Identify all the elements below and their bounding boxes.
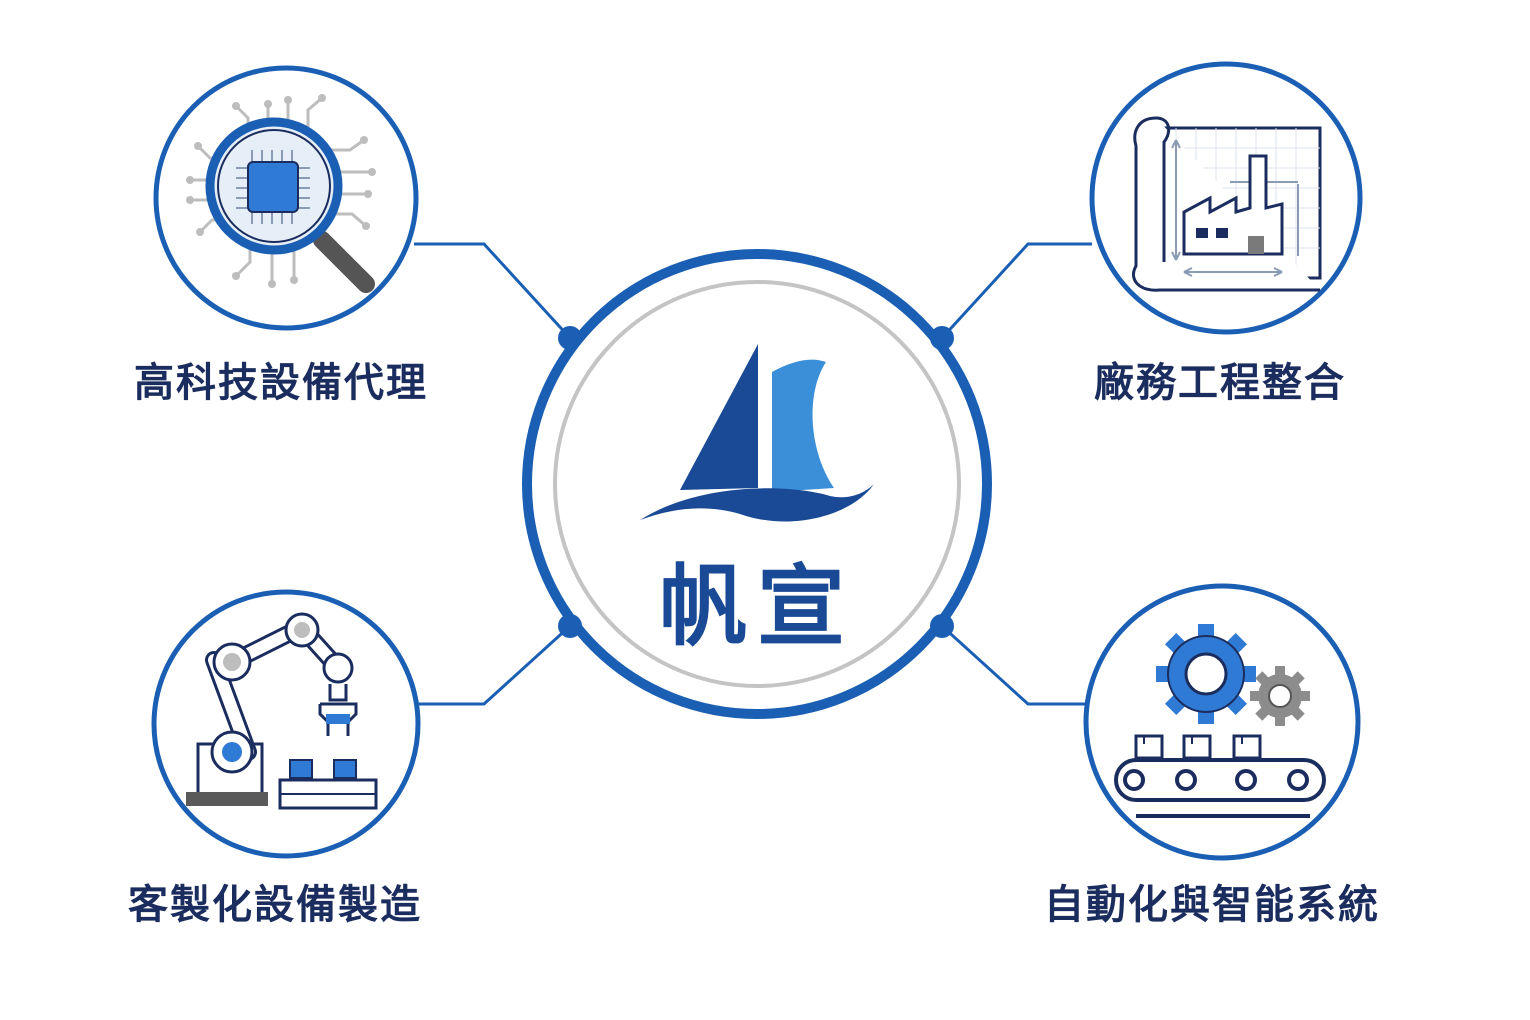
robot-arm-icon — [186, 612, 378, 810]
factory-blueprint-icon — [1132, 116, 1322, 292]
gear-large-icon — [1156, 624, 1256, 724]
label-automation-smart: 自動化與智能系統 — [1044, 882, 1380, 928]
node-facility-engineering — [1089, 61, 1363, 335]
label-high-tech-equipment: 高科技設備代理 — [134, 360, 428, 406]
connector-top-right — [940, 242, 1092, 340]
connectors — [414, 242, 1092, 706]
chip-magnifier-icon — [186, 94, 376, 293]
hub-dot-bottom-right — [930, 614, 954, 638]
hub-dot-top-right — [930, 326, 954, 350]
hub-dot-bottom-left — [558, 614, 582, 638]
hub-dot-top-left — [558, 326, 582, 350]
center-hub — [522, 249, 992, 719]
brand-name: 帆宣 — [658, 555, 856, 658]
node-high-tech-equipment — [153, 65, 419, 331]
label-facility-engineering: 廠務工程整合 — [1094, 360, 1346, 406]
gear-small-icon — [1250, 666, 1310, 726]
node-custom-equipment — [151, 589, 421, 859]
connector-top-left — [414, 242, 572, 340]
label-custom-equipment: 客製化設備製造 — [128, 882, 422, 928]
connector-bottom-right — [940, 624, 1090, 706]
sailboat-wave-icon — [640, 344, 874, 522]
node-automation-smart — [1083, 583, 1361, 861]
connector-bottom-left — [414, 624, 572, 706]
